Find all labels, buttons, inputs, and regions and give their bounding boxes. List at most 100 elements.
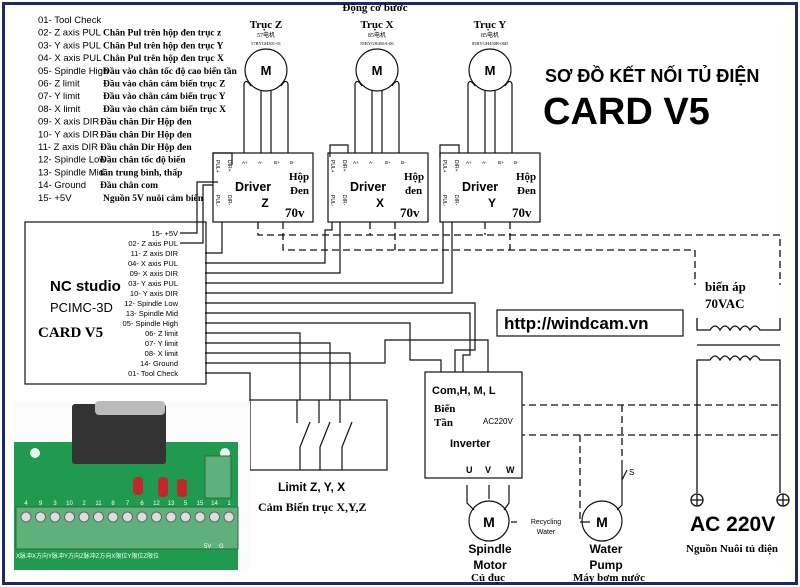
motor-model: 57BYGH301-01 bbox=[251, 41, 281, 46]
motor-model: 85BYGH450B-06D bbox=[472, 41, 509, 46]
power-terminal bbox=[204, 455, 232, 499]
inverter-vn2: Tần bbox=[434, 417, 453, 429]
terminal-number: 15 bbox=[197, 501, 204, 507]
legend-pin: 11- Z axis DIR bbox=[38, 142, 98, 153]
driver-pin-pul-plus: PUL+ bbox=[214, 160, 220, 173]
terminal-screw bbox=[49, 511, 61, 523]
legend-desc: tần trung bình, thấp bbox=[100, 167, 182, 178]
driver-voltage: 70v bbox=[285, 205, 305, 220]
legend-pin: 08- X limit bbox=[38, 104, 81, 115]
legend-pin: 12- Spindle Low bbox=[38, 155, 106, 166]
legend-pin: 05- Spindle High bbox=[38, 66, 108, 77]
terminal-screw bbox=[223, 511, 235, 523]
pump-line1: Water bbox=[590, 542, 623, 556]
terminal-screw bbox=[136, 511, 148, 523]
driver-label: Driver bbox=[350, 180, 386, 194]
driver-box bbox=[212, 152, 314, 223]
pump-switch-label: S bbox=[629, 468, 634, 477]
transformer-label2: 70VAC bbox=[705, 296, 745, 311]
stepper-motors: Trục Z57电机57BYGH301-01MPUL+DIR+PUL-DIR-A… bbox=[212, 19, 541, 223]
board-g: G bbox=[219, 544, 224, 550]
driver-terminal: A+ bbox=[466, 160, 472, 165]
terminal-screw bbox=[35, 511, 46, 523]
motor-axis-label: Trục X bbox=[360, 19, 393, 31]
motor-symbol: M bbox=[485, 63, 496, 78]
terminal-number: 11 bbox=[95, 501, 102, 507]
legend-pin: 09- X axis DIR bbox=[38, 117, 99, 128]
spindle-line1: Spindle bbox=[468, 542, 512, 556]
driver-terminal: B- bbox=[514, 160, 519, 165]
legend-desc: Nguồn 5V nuôi cảm biến bbox=[103, 193, 204, 204]
legend-desc: Đầu chân Dir Hộp đen bbox=[100, 142, 192, 153]
driver-terminal: B- bbox=[290, 160, 295, 165]
driver-pin-pul-plus: PUL+ bbox=[441, 160, 447, 173]
terminal-number: 1 bbox=[227, 501, 231, 507]
url-box bbox=[496, 309, 684, 337]
legend-pin: 03- Y axis PUL bbox=[38, 40, 101, 51]
card-pin: 07- Y limit bbox=[145, 339, 179, 348]
legend-desc: Đầu chân com bbox=[100, 180, 158, 191]
legend-desc: Chân Pul trên hộp đen trục X bbox=[103, 54, 224, 64]
card-pin: 06- Z limit bbox=[145, 329, 179, 338]
motor-symbol: M bbox=[372, 63, 383, 78]
terminal-screw bbox=[20, 511, 32, 523]
motor-wires bbox=[354, 80, 400, 153]
terminal-screw bbox=[194, 511, 206, 523]
terminal-screw bbox=[107, 511, 119, 523]
card-pin: 05- Spindle High bbox=[123, 319, 178, 328]
legend-pin: 13- Spindle Mid bbox=[38, 167, 104, 178]
driver-terminal: A- bbox=[258, 160, 263, 165]
motor-axis-label: Trục Z bbox=[250, 19, 283, 31]
title-line2: CARD V5 bbox=[543, 91, 710, 133]
terminal-screw bbox=[78, 511, 90, 523]
legend-desc: Đầu chân Dir Hộp đen bbox=[100, 117, 192, 128]
terminal-screw bbox=[180, 511, 191, 523]
terminal-screw bbox=[93, 511, 104, 523]
driver-pin-dir-plus: DIR+ bbox=[226, 160, 232, 172]
driver-axis: Y bbox=[488, 196, 496, 210]
card-pin: 08- X limit bbox=[145, 349, 179, 358]
legend-pin: 10- Y axis DIR bbox=[38, 129, 99, 140]
inverter-inputs: Com,H, M, L bbox=[432, 385, 496, 397]
motor-axis-label: Trục Y bbox=[474, 19, 507, 31]
board-5v: 5V bbox=[204, 544, 211, 550]
legend-desc: Đầu chân tốc độ biến bbox=[100, 155, 186, 166]
driver-terminal: B- bbox=[401, 160, 406, 165]
card-pin: 11- Z axis DIR bbox=[131, 249, 179, 258]
driver-voltage: 70v bbox=[400, 205, 420, 220]
card-pin: 12- Spindle Low bbox=[124, 299, 178, 308]
stepper-header: Động cơ bước bbox=[342, 2, 407, 14]
terminal-number: 9 bbox=[39, 501, 43, 507]
legend-desc: Đầu vào chân cảm biến trục X bbox=[103, 104, 226, 115]
power-wires bbox=[257, 222, 781, 520]
legend-desc: Đầu vào chân cảm biến trục Z bbox=[103, 79, 225, 90]
transformer-symbol bbox=[690, 318, 790, 507]
driver-pin-pul-minus: PUL- bbox=[214, 195, 220, 207]
power-vn: Nguồn Nuôi tủ điện bbox=[686, 543, 778, 555]
driver-axis: Z bbox=[261, 196, 268, 210]
terminal-screw bbox=[64, 511, 75, 523]
card-pin: 09- X axis DIR bbox=[130, 269, 179, 278]
driver-pin-dir-minus: DIR- bbox=[226, 195, 232, 206]
inverter-ac: AC220V bbox=[483, 417, 513, 426]
recycling-line2: Water bbox=[537, 529, 556, 536]
driver-terminal: A+ bbox=[353, 160, 359, 165]
inverter-u: U bbox=[466, 465, 473, 475]
terminal-number: 6 bbox=[140, 501, 144, 507]
legend-desc: Chân Pul trên hộp đen trục z bbox=[103, 29, 222, 39]
driver-label: Driver bbox=[235, 180, 271, 194]
card-pin: 02- Z axis PUL bbox=[128, 239, 178, 248]
terminal-screw bbox=[151, 511, 162, 523]
pump-motor-symbol bbox=[581, 500, 623, 542]
url-link[interactable]: http://windcam.vn bbox=[504, 314, 649, 333]
driver-terminal: A+ bbox=[242, 160, 248, 165]
card-pin: 10- Y axis DIR bbox=[130, 289, 179, 298]
driver-box bbox=[439, 152, 541, 223]
spindle-line2: Motor bbox=[473, 558, 507, 572]
driver-pin-pul-minus: PUL- bbox=[329, 195, 335, 207]
limits-vn: Cảm Biến trục X,Y,Z bbox=[258, 500, 367, 514]
motor-size: 85电机 bbox=[481, 31, 499, 39]
